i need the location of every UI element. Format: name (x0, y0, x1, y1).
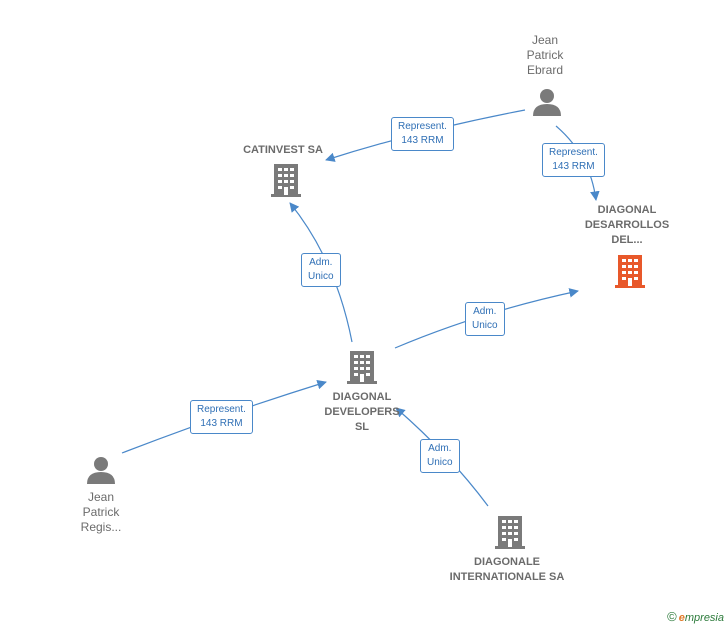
building-icon (495, 516, 525, 549)
node-label-line: DEVELOPERS (324, 406, 400, 418)
node-label-line: Ebrard (526, 63, 564, 77)
edge-label-represent[interactable]: Represent. 143 RRM (190, 400, 253, 434)
node-label-catinvest[interactable]: CATINVEST SA (233, 143, 333, 158)
edge-label-adm-unico[interactable]: Adm. Unico (465, 302, 505, 336)
edge-label-line: Adm. (428, 443, 452, 454)
edge-label-represent[interactable]: Represent. 143 RRM (391, 117, 454, 151)
node-label-line: Jean (87, 490, 115, 504)
edge-label-line: Represent. (549, 147, 598, 158)
copyright-icon: © (667, 609, 677, 624)
brand-first-letter: e (678, 612, 685, 624)
node-label-diagonal-developers[interactable]: DIAGONAL DEVELOPERS SL (312, 390, 412, 435)
node-label-line: DIAGONAL (597, 204, 657, 216)
edge-label-line: Adm. (473, 306, 497, 317)
node-label-diagonal-desarrollos[interactable]: DIAGONAL DESARROLLOS DEL... (572, 203, 682, 248)
building-icon-highlight (615, 255, 645, 288)
building-icon (271, 164, 301, 197)
node-label-line: DIAGONALE (474, 556, 540, 568)
node-label-line: Patrick (82, 505, 120, 519)
edge-label-line: 143 RRM (200, 418, 243, 429)
edge-label-line: Unico (472, 320, 498, 331)
person-icon (533, 89, 561, 116)
edge-label-adm-unico[interactable]: Adm. Unico (420, 439, 460, 473)
edge-label-line: 143 RRM (552, 161, 595, 172)
edge-label-line: Unico (308, 271, 334, 282)
edge-label-line: Adm. (309, 257, 333, 268)
node-label-line: DEL... (611, 234, 643, 246)
node-label-diagonale-internationale[interactable]: DIAGONALE INTERNATIONALE SA (437, 555, 577, 585)
edge-label-line: Represent. (197, 404, 246, 415)
edge-label-line: Represent. (398, 121, 447, 132)
edge-label-represent[interactable]: Represent. 143 RRM (542, 143, 605, 177)
edge-label-line: 143 RRM (401, 135, 444, 146)
edge-label-line: Unico (427, 457, 453, 468)
node-label-line: CATINVEST SA (243, 144, 323, 156)
brand-name: mpresia (684, 612, 724, 624)
person-icon (87, 457, 115, 484)
node-label-line: Patrick (526, 48, 564, 62)
edge-label-adm-unico[interactable]: Adm. Unico (301, 253, 341, 287)
node-label-line: Jean (531, 33, 559, 47)
brand-footer[interactable]: ©empresia (667, 609, 724, 624)
building-icon (347, 351, 377, 384)
node-label-line: INTERNATIONALE SA (449, 571, 565, 583)
node-label-line: DIAGONAL (332, 391, 392, 403)
node-label-line: DESARROLLOS (584, 219, 670, 231)
node-label-line: SL (354, 421, 370, 433)
node-label-jean-patrick-ebrard[interactable]: Jean Patrick Ebrard (505, 33, 585, 78)
node-label-jean-patrick-regis[interactable]: Jean Patrick Regis... (61, 490, 141, 535)
node-label-line: Regis... (80, 520, 122, 534)
